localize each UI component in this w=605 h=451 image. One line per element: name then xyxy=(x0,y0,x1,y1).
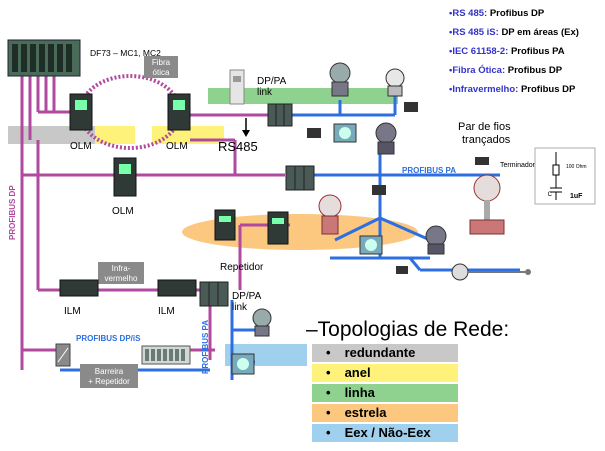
barreira-label-box xyxy=(80,364,138,388)
profibus-dpis-label: PROFIBUS DP/iS xyxy=(76,334,141,343)
olm-label-left: OLM xyxy=(70,141,92,152)
infra-label-2: vermelho xyxy=(105,274,138,283)
coupler-middle xyxy=(285,165,315,191)
band-linha xyxy=(208,88,398,104)
legend-key: RS 485 iS: xyxy=(449,27,499,38)
flow-meter-1 xyxy=(333,123,357,143)
terminator-label: Terminador xyxy=(500,162,536,169)
legend-key: RS 485: xyxy=(449,8,487,19)
pressure-transmitter-1 xyxy=(329,62,351,97)
profibus-dp-label: PROFIBUS DP xyxy=(8,185,17,240)
rs485-arrowhead xyxy=(242,130,250,137)
media-legend: RS 485: Profibus DP RS 485 iS: DP em áre… xyxy=(449,4,597,99)
legend-key: Infravermelho: xyxy=(449,84,518,95)
junction-box-2 xyxy=(404,102,418,112)
profibus-pa-vertical-label: PROFIBUS PA xyxy=(201,320,210,374)
barrier-device xyxy=(55,343,71,367)
topology-estrela: estrela xyxy=(312,404,458,422)
topology-anel: anel xyxy=(312,364,458,382)
control-valve-right xyxy=(469,174,505,235)
df73-controller xyxy=(7,39,81,77)
legend-value: Profibus DP xyxy=(489,8,545,19)
dp-pa-label-bottom-2: link xyxy=(232,302,248,313)
pressure-transmitter-star xyxy=(425,225,447,255)
capacitor-value: 1uF xyxy=(570,193,583,200)
topologies-title: –Topologias de Rede: xyxy=(306,318,510,341)
junction-box-3 xyxy=(372,185,386,195)
coupler-bottom xyxy=(199,281,229,307)
olm-module-right xyxy=(167,93,191,131)
ohm-label: 100 Ohm xyxy=(566,164,587,170)
ilm-label-right: ILM xyxy=(158,306,175,317)
pressure-transmitter-bottom xyxy=(252,308,272,337)
legend-item: IEC 61158-2: Profibus PA xyxy=(449,42,597,61)
olm-label-right: OLM xyxy=(166,141,188,152)
temperature-sensor xyxy=(451,263,531,281)
profibus-pa-label: PROFIBUS PA xyxy=(402,166,456,175)
legend-value: Profibus DP xyxy=(507,65,563,76)
terminator-circuit xyxy=(550,152,562,200)
legend-item: RS 485: Profibus DP xyxy=(449,4,597,23)
legend-item: RS 485 iS: DP em áreas (Ex) xyxy=(449,23,597,42)
legend-item: Infravermelho: Profibus DP xyxy=(449,80,597,99)
valve-positioner-1 xyxy=(385,68,405,97)
infra-label-1: Infra- xyxy=(112,264,131,273)
olm-module-left xyxy=(69,93,93,131)
topology-linha: linha xyxy=(312,384,458,402)
ilm-module-left xyxy=(59,279,99,297)
olm-label-bottom: OLM xyxy=(112,206,134,217)
twisted-pair-label-2: trançados xyxy=(462,134,511,146)
df73-label: DF73 – MC1, MC2 xyxy=(90,48,161,58)
fibra-label-box xyxy=(144,56,178,78)
dp-pa-link-top-device xyxy=(229,69,245,105)
legend-value: DP em áreas (Ex) xyxy=(501,27,579,38)
ilm-label-left: ILM xyxy=(64,306,81,317)
legend-key: IEC 61158-2: xyxy=(449,46,508,57)
flow-meter-star xyxy=(359,235,383,255)
dp-pa-label-top-1: DP/PA xyxy=(257,76,287,87)
junction-box-1 xyxy=(307,128,321,138)
repeater-1 xyxy=(214,209,236,241)
ilm-module-right xyxy=(157,279,197,297)
terminator-schematic xyxy=(534,147,596,205)
rs485-label: RS485 xyxy=(218,139,258,154)
topology-redundante: redundante xyxy=(312,344,458,362)
remote-io-rack xyxy=(141,345,191,365)
legend-value: Profibus PA xyxy=(510,46,565,57)
junction-box-star xyxy=(396,266,408,274)
coupler-top xyxy=(267,103,293,127)
legend-value: Profibus DP xyxy=(520,84,576,95)
barreira-label-2: + Repetidor xyxy=(88,377,130,386)
legend-item: Fibra Ótica: Profibus DP xyxy=(449,61,597,80)
terminator-device xyxy=(475,157,489,165)
repeater-2 xyxy=(267,211,289,245)
topologies-panel: –Topologias de Rede: redundante anel lin… xyxy=(304,318,510,443)
dp-pa-label-bottom-1: DP/PA xyxy=(232,291,262,302)
barreira-label-1: Barreira xyxy=(95,367,124,376)
olm-module-bottom xyxy=(113,157,137,197)
flow-meter-bottom xyxy=(231,353,255,375)
fibra-label-1: Fibra xyxy=(152,58,171,67)
control-valve-star xyxy=(318,194,342,235)
dp-pa-label-top-2: link xyxy=(257,87,273,98)
band-anel xyxy=(95,126,135,144)
topology-eex: Eex / Não-Eex xyxy=(312,424,458,442)
twisted-pair-label-1: Par de fios xyxy=(458,121,511,133)
fibra-label-2: ótica xyxy=(153,68,170,77)
repetidor-label: Repetidor xyxy=(220,262,264,273)
pressure-transmitter-2 xyxy=(375,122,397,155)
infra-label-box xyxy=(98,262,144,284)
capacitor-letter: C xyxy=(548,192,553,198)
legend-key: Fibra Ótica: xyxy=(449,65,505,76)
